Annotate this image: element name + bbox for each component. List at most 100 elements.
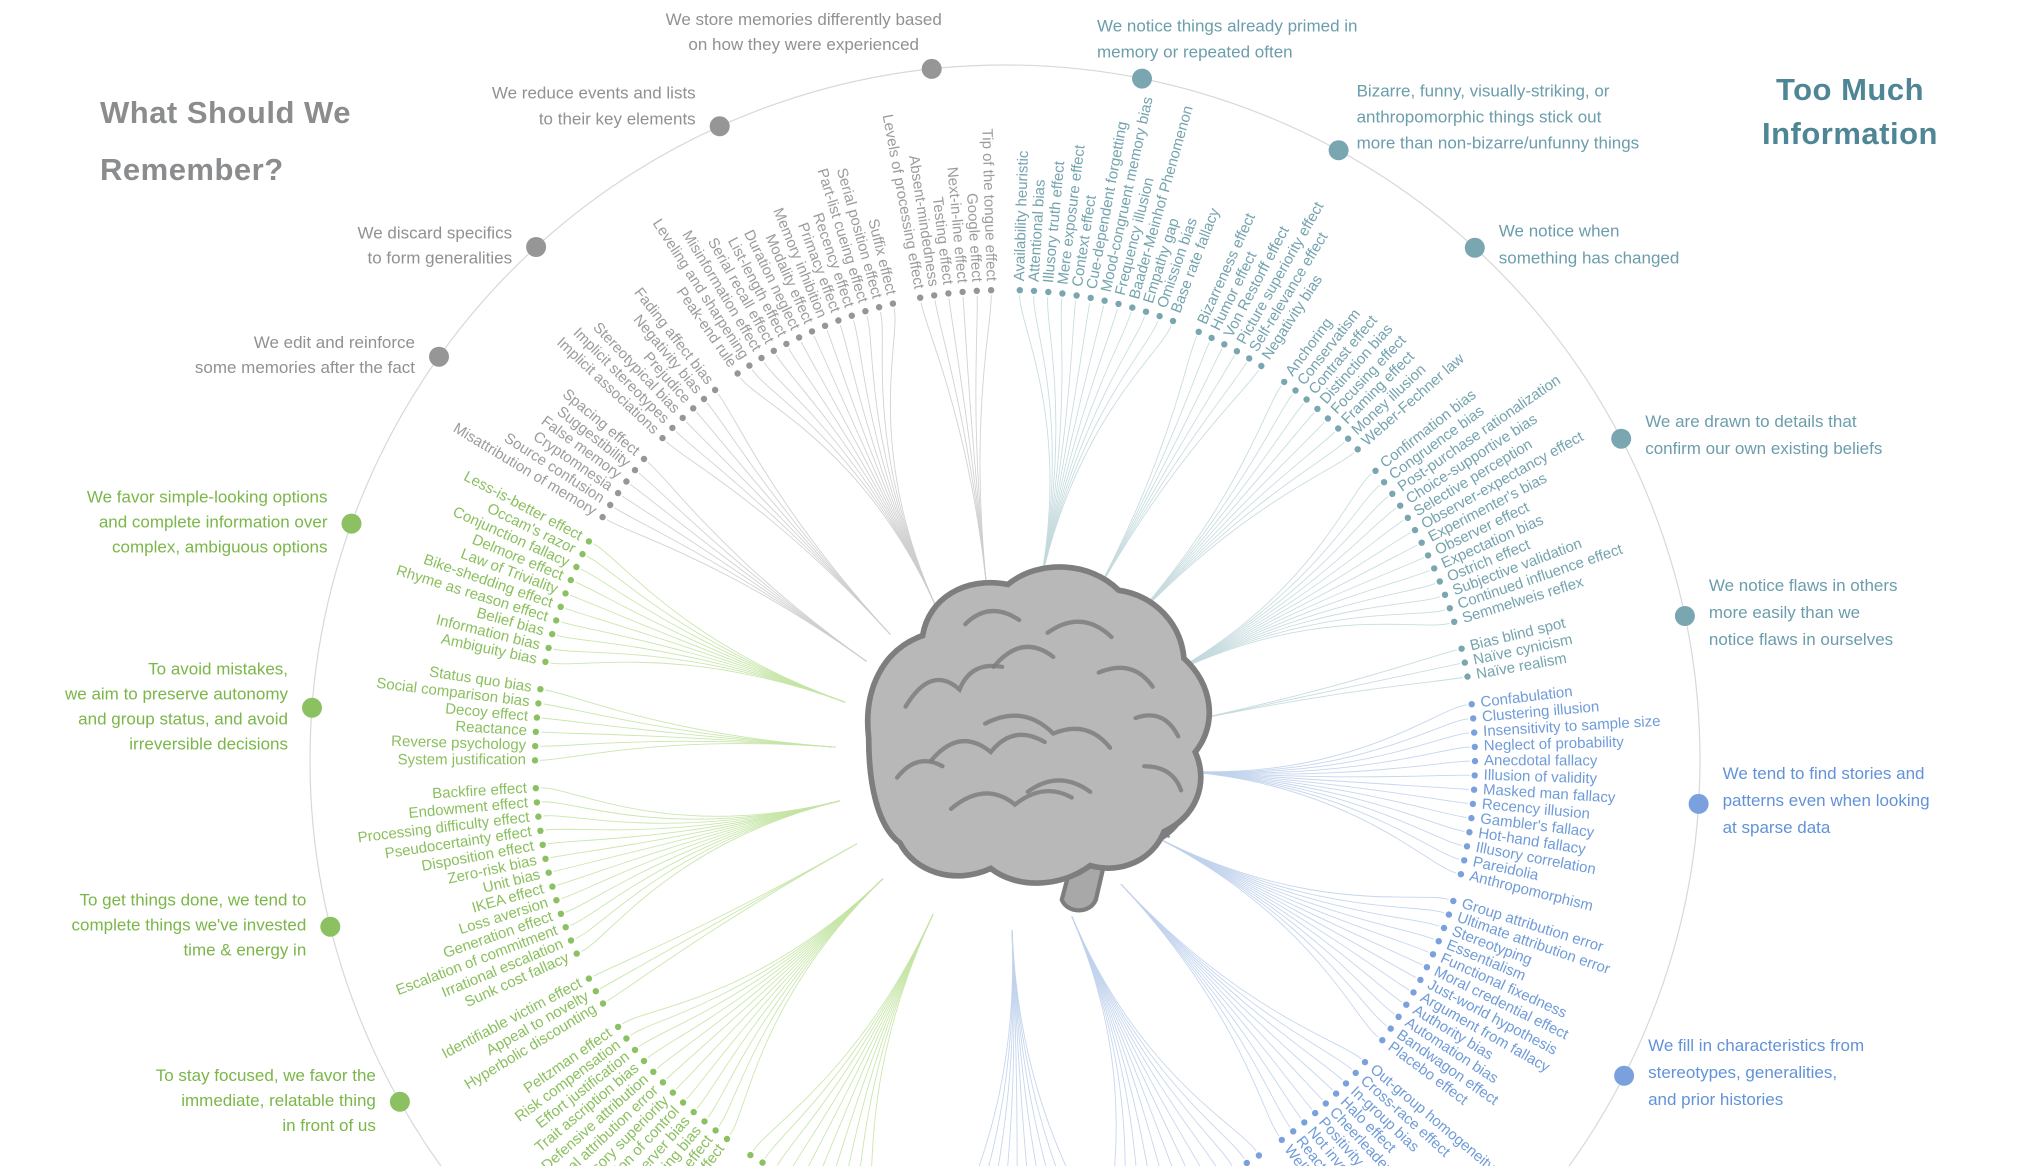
- fan-line: [1038, 300, 1077, 594]
- fan-line: [775, 354, 936, 606]
- fan-line: [1119, 385, 1282, 636]
- bias-item-dot: [1221, 341, 1228, 348]
- bias-item-dot: [1314, 405, 1321, 413]
- fan-line: [934, 300, 988, 591]
- fan-line: [1119, 431, 1335, 636]
- fan-lines: [606, 461, 867, 662]
- bias-item-dot: [808, 328, 816, 335]
- group-label-line: notice flaws in ourselves: [1709, 630, 1893, 649]
- bias-item-dot: [848, 312, 855, 319]
- bias-item-dot: [1258, 362, 1265, 370]
- fan-line: [666, 878, 884, 1080]
- fan-line: [1119, 441, 1345, 636]
- brain-illustration: [864, 564, 1213, 913]
- group-label-line: to form generalities: [368, 249, 513, 268]
- group-label-line: To avoid mistakes,: [148, 659, 288, 678]
- fan-line: [1071, 916, 1186, 1166]
- fan-line: [975, 295, 988, 591]
- bias-item-dot: [690, 1108, 697, 1116]
- brain-gyrus: [963, 608, 1022, 627]
- bias-item-dot: [532, 742, 539, 750]
- bias-item-dot: [539, 841, 546, 848]
- bias-item-dot: [1335, 425, 1342, 432]
- fan-line: [1071, 916, 1137, 1166]
- fan-line: [1007, 929, 1015, 1166]
- brain-gyrus: [1045, 619, 1114, 640]
- bias-item-label: Attentional bias: [1026, 179, 1049, 282]
- bias-item-dot: [585, 975, 593, 982]
- fan-line: [1171, 677, 1463, 726]
- fan-line: [540, 731, 836, 748]
- bias-item-dot: [700, 395, 708, 403]
- fan-line: [1174, 770, 1470, 790]
- bias-item-dot: [679, 414, 686, 422]
- bias-item-dot: [1332, 1090, 1340, 1097]
- bias-item-dot: [1290, 1128, 1297, 1135]
- fan-line: [561, 800, 841, 900]
- bias-item-dot: [532, 785, 539, 792]
- bias-item-dot: [553, 617, 560, 624]
- group-label-dot: [1614, 1065, 1635, 1086]
- bias-item-dot: [659, 434, 666, 442]
- bias-item-dot: [1403, 1001, 1410, 1008]
- bias-item-dot: [1468, 701, 1475, 708]
- fan-line: [1011, 929, 1047, 1166]
- fan-line: [1011, 929, 1067, 1166]
- bias-item-dot: [1324, 415, 1332, 422]
- fan-line: [1086, 355, 1235, 612]
- fan-line: [1155, 532, 1411, 682]
- fan-line: [1038, 296, 1057, 594]
- fan-line: [1155, 496, 1389, 682]
- fan-line: [1155, 484, 1381, 682]
- bias-item-label: Reactance: [455, 718, 528, 739]
- bias-item-dot: [875, 304, 883, 311]
- bias-item-dot: [1440, 924, 1448, 932]
- fan-line: [1086, 336, 1198, 612]
- bias-item-dot: [1208, 334, 1215, 342]
- fan-line: [1174, 704, 1467, 773]
- bias-item-dot: [1073, 292, 1080, 299]
- group-label-dot: [1132, 68, 1152, 89]
- fan-line: [717, 393, 891, 635]
- bias-item-dot: [1464, 673, 1471, 680]
- bias-item-dot: [1129, 304, 1136, 311]
- bias-item-dot: [1463, 843, 1471, 850]
- fan-line: [1119, 412, 1315, 636]
- fan-line: [541, 717, 836, 748]
- bias-item-dot: [585, 538, 593, 545]
- bias-item-label: Backfire effect: [432, 780, 528, 803]
- fan-line: [556, 634, 846, 703]
- fan-lines: [1120, 883, 1362, 1137]
- group-label-line: memory or repeated often: [1097, 43, 1293, 62]
- group-label-line: We discard specifics: [357, 224, 512, 243]
- bias-item-dot: [1233, 348, 1241, 355]
- bias-item-dot: [573, 950, 580, 957]
- fan-line: [545, 800, 841, 831]
- fan-line: [1155, 544, 1418, 682]
- bias-item-dot: [567, 937, 575, 944]
- bias-item-dot: [1435, 938, 1442, 945]
- group-label-dot: [389, 1091, 410, 1112]
- fan-line: [1156, 836, 1395, 1015]
- bias-item-dot: [987, 287, 995, 294]
- fan-line: [1019, 295, 1051, 594]
- group-label-line: on how they were experienced: [688, 35, 919, 54]
- fan-line: [621, 495, 867, 662]
- bias-item-dot: [1278, 1136, 1286, 1144]
- fan-line: [1033, 295, 1053, 594]
- fan-line: [1174, 770, 1463, 846]
- bias-item-dot: [535, 813, 542, 820]
- fan-line: [1119, 403, 1304, 636]
- fan-line: [853, 320, 936, 606]
- fan-line: [593, 843, 858, 977]
- group-label-line: stereotypes, generalities,: [1648, 1063, 1837, 1082]
- fan-line: [599, 843, 858, 990]
- group-label-line: more than non-bizarre/unfunny things: [1357, 133, 1640, 152]
- fan-line: [665, 441, 891, 635]
- bias-item-dot: [1417, 976, 1424, 984]
- bias-item-dot: [862, 308, 869, 315]
- heading-line: Information: [1762, 116, 1938, 151]
- fan-line: [1038, 302, 1091, 594]
- fan-line: [614, 507, 867, 662]
- group-label-line: and prior histories: [1648, 1090, 1783, 1109]
